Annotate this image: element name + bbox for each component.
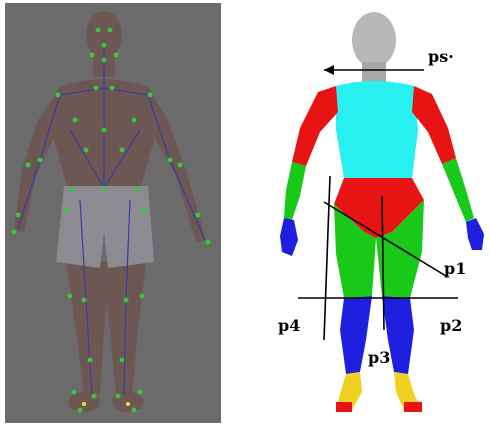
segment-torso — [336, 81, 418, 178]
left-foot-toe — [336, 402, 352, 412]
right-foot-toe — [404, 402, 422, 412]
label-p1: p1 — [444, 259, 466, 278]
segment-right-upper-arm — [412, 86, 456, 164]
segment-left-hand — [280, 218, 298, 256]
segment-left-upper-arm — [292, 86, 338, 166]
label-p4: p4 — [278, 316, 300, 335]
neck — [362, 62, 386, 82]
segment-right-forearm — [442, 158, 474, 222]
label-p3: p3 — [368, 348, 390, 367]
label-p2: p2 — [440, 316, 462, 335]
head — [352, 12, 396, 68]
line-p4 — [324, 176, 330, 340]
left-panel-skeleton — [5, 3, 221, 423]
label-ps: ps· — [428, 47, 454, 66]
ps-arrowhead — [324, 65, 334, 75]
segment-left-forearm — [284, 162, 306, 220]
segment-right-hand — [466, 218, 484, 250]
